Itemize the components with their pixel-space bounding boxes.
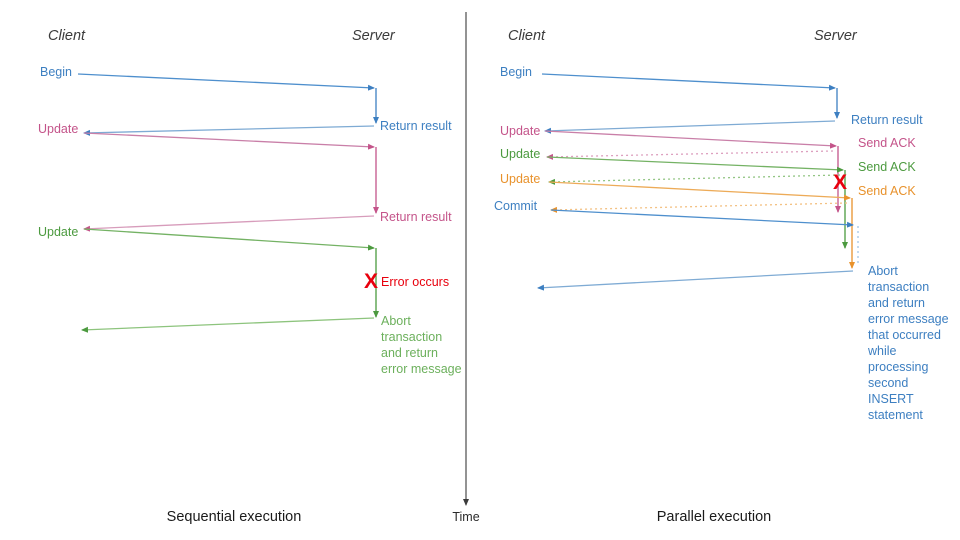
message-label-commit: Commit	[494, 199, 538, 213]
message-update-3-parallel: Update	[500, 172, 851, 201]
message-label-update-3: Update	[500, 172, 540, 186]
error-x-icon: X	[833, 171, 847, 194]
arrow-update-3	[548, 181, 851, 201]
arrow-update-2	[546, 156, 844, 173]
message-label-begin: Begin	[500, 65, 532, 79]
note-line: transaction	[868, 280, 929, 294]
note-line: while	[867, 344, 897, 358]
arrow-return-result-1	[83, 125, 375, 136]
message-label-send-ack-2: Send ACK	[858, 160, 916, 174]
message-label-return-result-1: Return result	[380, 119, 452, 133]
error-marker-sequential: X Error occurs	[364, 270, 449, 293]
message-begin-sequential: Begin	[40, 65, 375, 91]
message-label-send-ack-1: Send ACK	[858, 136, 916, 150]
note-line: Abort	[868, 264, 898, 278]
message-begin-parallel: Begin	[500, 65, 836, 91]
panel-sequential: Client Server Begin Return result Update	[38, 28, 462, 525]
arrow-update-2	[83, 228, 375, 251]
arrow-ack-green	[548, 174, 841, 185]
lane-header-client-sequential: Client	[48, 28, 86, 44]
error-label: Error occurs	[381, 275, 449, 289]
lane-header-server-parallel: Server	[814, 28, 858, 44]
note-line: and return	[381, 346, 438, 360]
note-abort-sequential: Abort transaction and return error messa…	[381, 314, 462, 376]
time-axis-label: Time	[452, 510, 479, 524]
arrow-begin	[77, 73, 375, 91]
message-label-update-2: Update	[38, 225, 78, 239]
note-line: second	[868, 376, 908, 390]
note-line: Abort	[381, 314, 411, 328]
note-line: that occurred	[868, 328, 941, 342]
message-update-2-sequential: Update	[38, 225, 375, 251]
note-line: error message	[381, 362, 462, 376]
arrow-update-1	[544, 130, 837, 149]
arrow-commit	[550, 209, 854, 228]
note-line: statement	[868, 408, 923, 422]
message-label-return-result: Return result	[851, 113, 923, 127]
note-line: and return	[868, 296, 925, 310]
message-update-1-sequential: Update	[38, 122, 375, 150]
arrow-ack-orange	[550, 202, 848, 213]
panel-caption-parallel: Parallel execution	[657, 509, 771, 525]
message-label-return-result-2: Return result	[380, 210, 452, 224]
time-axis: Time	[452, 12, 480, 524]
arrow-ack-pink	[546, 150, 834, 160]
message-label-send-ack-3: Send ACK	[858, 184, 916, 198]
arrow-return-result	[544, 120, 836, 134]
message-return-result-2-sequential: Return result	[83, 210, 452, 232]
message-label-update-1: Update	[500, 124, 540, 138]
note-abort-parallel: Abort transaction and return error messa…	[867, 264, 949, 422]
note-line: processing	[868, 360, 928, 374]
arrow-abort-sequential	[81, 317, 375, 333]
lane-header-server-sequential: Server	[352, 28, 396, 44]
error-x-icon: X	[364, 270, 378, 293]
message-update-1-parallel: Update	[500, 124, 837, 149]
message-return-result-parallel: Return result	[544, 113, 923, 134]
arrow-return-result-2	[83, 215, 375, 232]
message-return-result-1-sequential: Return result	[83, 119, 452, 136]
note-line: INSERT	[868, 392, 914, 406]
panel-caption-sequential: Sequential execution	[167, 509, 302, 525]
message-label-update-1: Update	[38, 122, 78, 136]
panel-parallel: Client Server Begin Return result Update…	[494, 28, 949, 525]
lane-header-client-parallel: Client	[508, 28, 546, 44]
note-line: transaction	[381, 330, 442, 344]
note-line: error message	[868, 312, 949, 326]
message-commit-parallel: Commit	[494, 199, 854, 228]
message-label-update-2: Update	[500, 147, 540, 161]
arrow-update-1	[83, 132, 375, 150]
message-label-begin: Begin	[40, 65, 72, 79]
error-marker-parallel: X	[833, 171, 847, 194]
arrow-abort-parallel	[537, 270, 854, 291]
message-update-2-parallel: Update	[500, 147, 844, 173]
arrow-begin	[541, 73, 836, 91]
